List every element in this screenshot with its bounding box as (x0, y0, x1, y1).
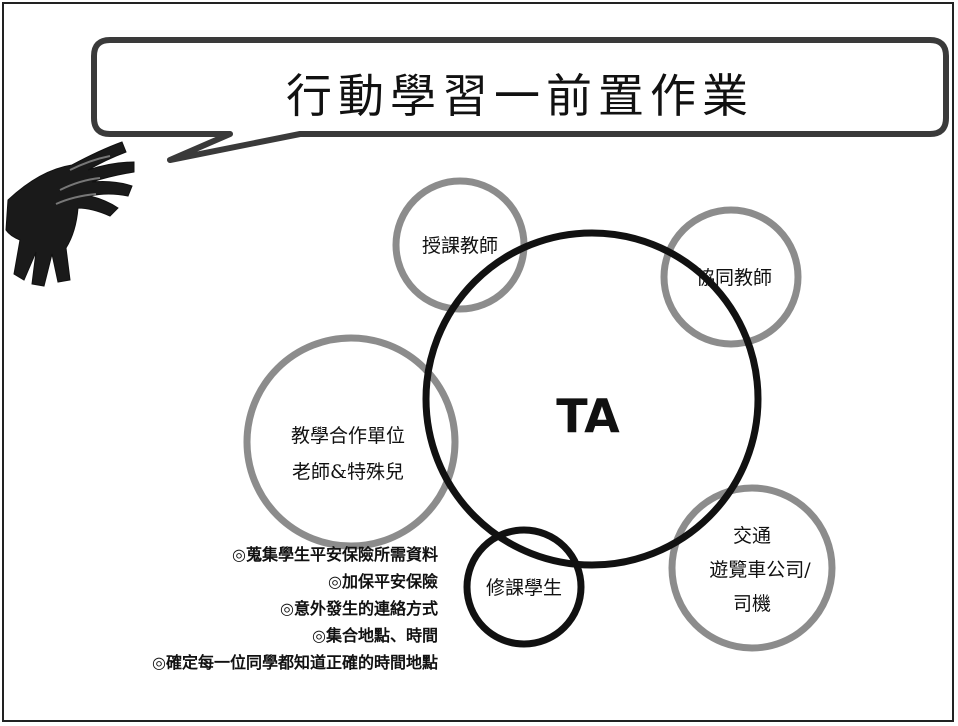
center-label: TA (556, 389, 620, 443)
node-circle-transport (668, 484, 836, 652)
node-label-transport-line3: 司機 (733, 593, 771, 615)
note-item: ◎蒐集學生平安保險所需資料 (232, 545, 438, 564)
center-circle (422, 229, 762, 569)
node-label-students: 修課學生 (486, 577, 562, 599)
hand-shape (5, 141, 135, 287)
hand-icon (5, 141, 135, 287)
hand-finger-lines (55, 155, 111, 205)
node-label-partner-line2: 老師&特殊兒 (292, 461, 404, 483)
title-bubble: 行動學習一前置作業 (91, 37, 949, 163)
node-circle-students (463, 526, 585, 648)
note-item: ◎加保平安保險 (328, 572, 438, 591)
note-item: ◎意外發生的連絡方式 (280, 599, 438, 618)
node-label-partner-line1: 教學合作單位 (291, 425, 405, 447)
node-circle-partner (243, 334, 459, 550)
node-circle-co-teacher (660, 206, 802, 348)
slide-title: 行動學習一前置作業 (286, 69, 754, 123)
title-bubble-outline (91, 37, 949, 163)
note-item: ◎確定每一位同學都知道正確的時間地點 (152, 653, 438, 672)
note-item: ◎集合地點、時間 (312, 626, 438, 645)
node-label-co-teacher: 協同教師 (696, 267, 772, 289)
node-label-transport-line2: 遊覽車公司/ (709, 559, 811, 581)
node-label-transport-line1: 交通 (733, 525, 771, 547)
node-label-teacher: 授課教師 (422, 235, 498, 257)
